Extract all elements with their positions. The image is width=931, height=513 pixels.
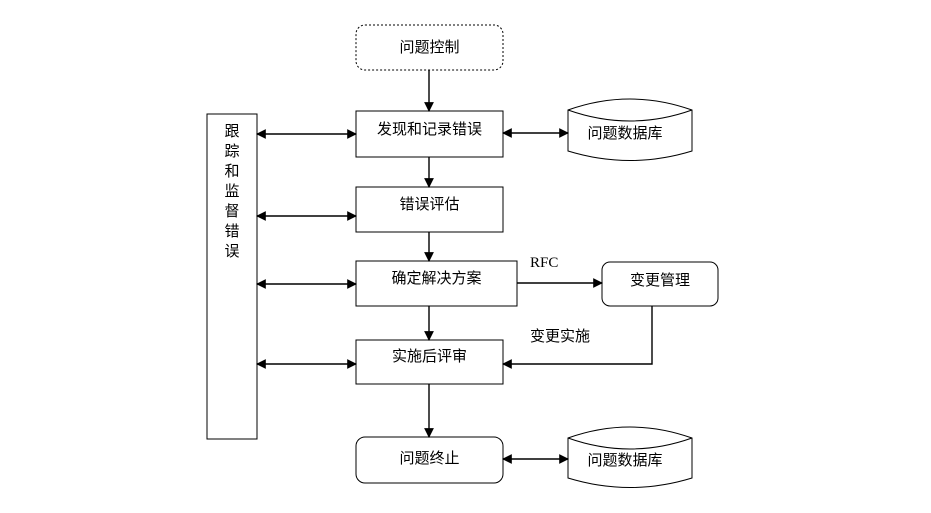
node-post-review-label: 实施后评审 — [392, 347, 467, 365]
database-bottom-label: 问题数据库 — [587, 451, 662, 469]
node-change-mgmt: 变更管理 — [601, 261, 719, 307]
node-error-assess: 错误评估 — [355, 186, 504, 233]
node-error-assess-label: 错误评估 — [399, 195, 459, 213]
node-post-review: 实施后评审 — [355, 339, 504, 385]
node-determine-solution-label: 确定解决方案 — [391, 269, 481, 287]
database-top: 问题数据库 — [567, 98, 693, 161]
database-bottom: 问题数据库 — [567, 426, 693, 488]
track-monitor-char-4: 监 — [224, 182, 239, 200]
node-problem-end: 问题终止 — [355, 436, 504, 484]
node-problem-control: 问题控制 — [355, 24, 504, 71]
database-top-label: 问题数据库 — [587, 124, 662, 142]
edge-label-change-impl: 变更实施 — [530, 327, 590, 345]
track-monitor-char-3: 和 — [224, 162, 239, 180]
track-monitor-char-7: 误 — [224, 242, 239, 260]
edge-label-rfc: RFC — [530, 255, 558, 271]
track-monitor-char-2: 踪 — [224, 142, 239, 160]
track-monitor-char-5: 督 — [224, 202, 239, 220]
arrow-change-to-review — [502, 306, 653, 369]
node-problem-control-label: 问题控制 — [399, 38, 459, 56]
track-monitor-char-1: 跟 — [224, 122, 239, 140]
track-monitor-char-6: 错 — [224, 222, 239, 240]
node-determine-solution: 确定解决方案 — [355, 260, 518, 307]
node-discover-record-label: 发现和记录错误 — [377, 120, 482, 138]
node-change-mgmt-label: 变更管理 — [630, 271, 690, 289]
node-track-monitor: 跟 踪 和 监 督 错 误 — [206, 113, 258, 440]
node-discover-record: 发现和记录错误 — [355, 110, 504, 158]
node-problem-end-label: 问题终止 — [399, 449, 459, 467]
